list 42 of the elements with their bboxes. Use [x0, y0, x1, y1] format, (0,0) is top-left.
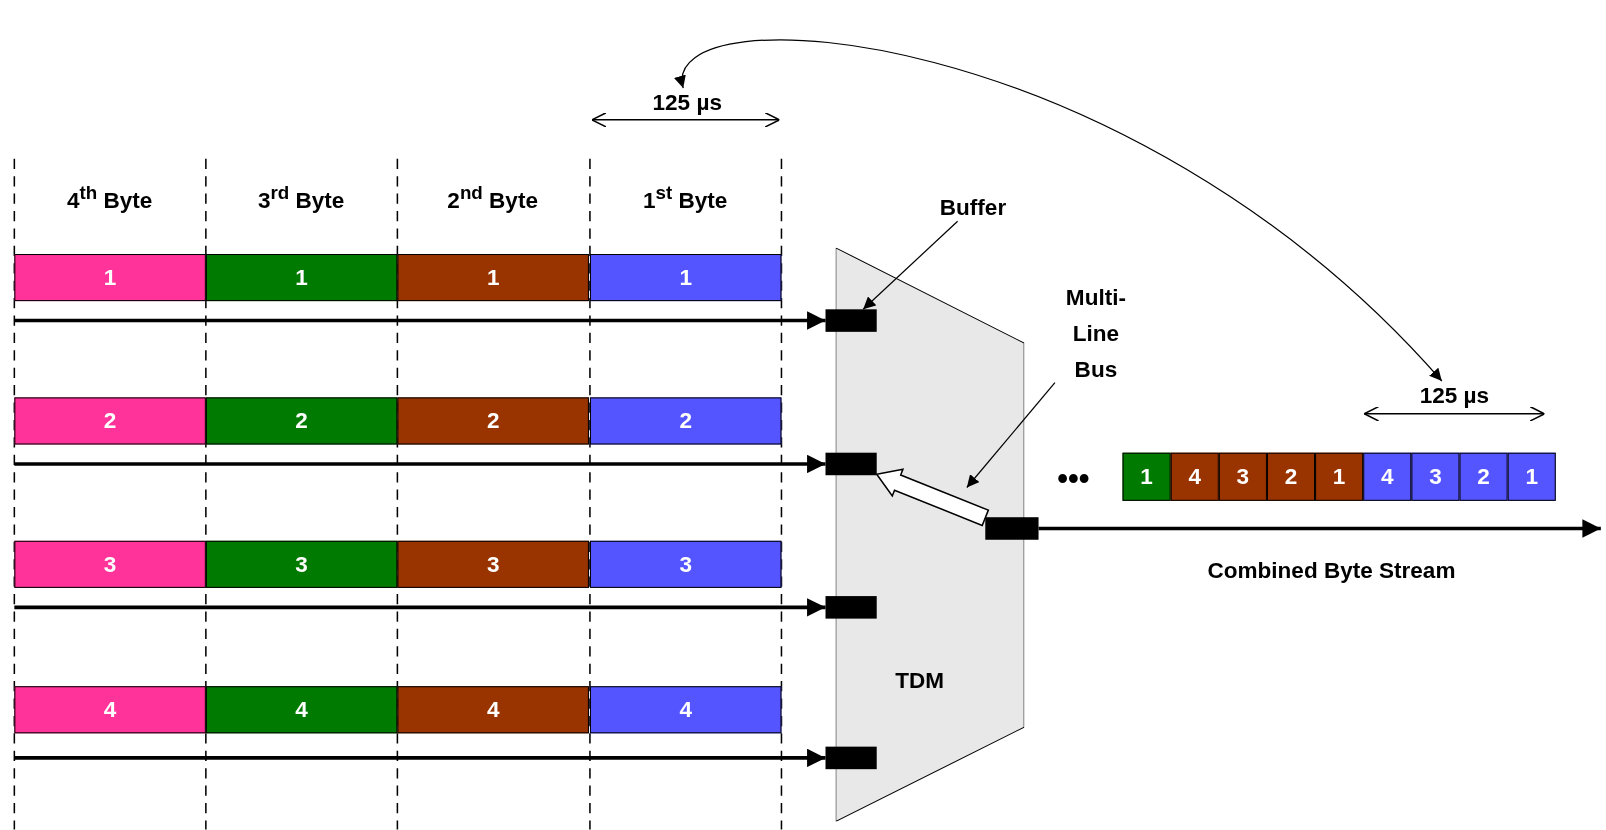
byte-slot: 3	[1218, 452, 1267, 501]
arrow	[14, 598, 826, 617]
byte-slot: 1	[397, 254, 589, 302]
byte-slot: 4	[589, 686, 782, 734]
byte-slot: 3	[589, 540, 782, 588]
buffer-bar	[825, 596, 877, 619]
byte-slot: 2	[1459, 452, 1508, 501]
byte-slot: 4	[397, 686, 589, 734]
byte-slot: 2	[397, 397, 589, 445]
byte-slot: 4	[205, 686, 398, 734]
arrow	[14, 748, 826, 768]
byte-slot: 1	[1315, 452, 1364, 501]
column-heading: 3$^{rd}$ Byte	[257, 181, 345, 214]
byte-slot: 2	[589, 397, 782, 445]
hollow-arrow	[875, 468, 990, 527]
multiplexer-shape: TDM	[835, 247, 1025, 822]
byte-slot: 4	[14, 686, 206, 734]
arrow	[14, 311, 826, 330]
column-heading: 4$^{th}$ Byte	[66, 181, 153, 214]
arrow	[14, 454, 826, 474]
column-heading: 2$^{nd}$ Byte	[447, 181, 538, 214]
byte-slot: 3	[1411, 452, 1460, 501]
byte-slot: 2	[1266, 452, 1316, 501]
byte-slot: 1	[1507, 452, 1556, 501]
dimension-text: 125 µs	[1407, 381, 1502, 410]
buffer-bar	[825, 746, 877, 770]
buffer-bar	[985, 517, 1039, 540]
byte-slot: 4	[1363, 452, 1412, 501]
byte-slot: 1	[1122, 452, 1171, 501]
byte-slot: 2	[205, 397, 398, 445]
byte-slot: 1	[205, 254, 398, 302]
buffer-bar	[825, 452, 877, 476]
byte-slot: 2	[14, 397, 206, 445]
byte-slot: 4	[1170, 452, 1219, 501]
byte-slot: 3	[397, 540, 589, 588]
arrow	[1038, 519, 1601, 538]
caption-text: Combined Byte Stream	[1207, 557, 1456, 584]
leader-line	[966, 382, 1056, 489]
ellipsis-dots: •••	[1057, 460, 1090, 496]
byte-slot: 3	[205, 540, 398, 588]
byte-slot: 1	[14, 254, 206, 302]
byte-slot: 3	[14, 540, 206, 588]
